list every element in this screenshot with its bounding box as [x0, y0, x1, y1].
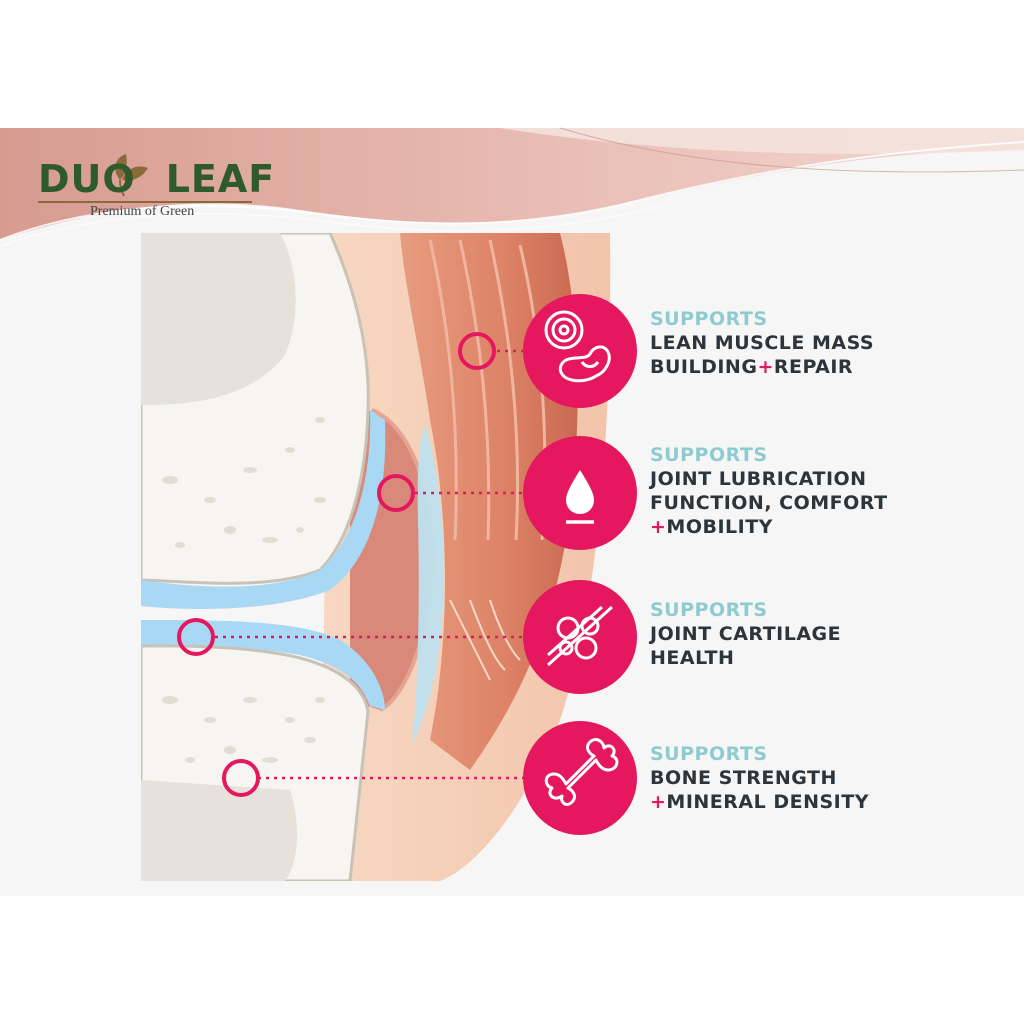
muscle-target-icon — [523, 294, 637, 408]
synovial-fluid — [412, 425, 445, 745]
marker-lubrication — [377, 474, 415, 512]
benefit-line: JOINT CARTILAGE — [650, 623, 842, 645]
brand-name-right: LEAF — [165, 157, 276, 201]
benefit-kicker: SUPPORTS — [650, 444, 768, 466]
benefit-kicker: SUPPORTS — [650, 599, 768, 621]
benefit-muscle: SUPPORTS LEAN MUSCLE MASS BUILDING+REPAI… — [650, 307, 874, 379]
benefit-line: +MOBILITY — [650, 516, 773, 538]
benefit-cartilage: SUPPORTS JOINT CARTILAGE HEALTH — [650, 598, 841, 670]
leaf-logo-icon — [115, 154, 148, 197]
upper-cartilage — [141, 410, 386, 609]
brand-name-left: DUO — [38, 157, 136, 201]
markers — [177, 332, 496, 797]
benefit-line: HEALTH — [650, 647, 735, 669]
marker-cartilage — [177, 618, 215, 656]
benefit-lubrication: SUPPORTS JOINT LUBRICATION FUNCTION, COM… — [650, 443, 888, 539]
benefit-kicker: SUPPORTS — [650, 743, 768, 765]
benefit-line: BUILDING+REPAIR — [650, 356, 854, 378]
brand-tagline: Premium of Green — [90, 204, 195, 219]
brand-underline — [38, 201, 252, 203]
benefit-line: +MINERAL DENSITY — [650, 791, 869, 813]
brand-name: DUO LEAF — [38, 160, 275, 198]
header-wave — [0, 128, 1024, 240]
benefit-kicker: SUPPORTS — [650, 308, 768, 330]
brand-logo: DUO LEAF Premium of Green — [38, 160, 275, 220]
marker-bone — [222, 759, 260, 797]
droplet-icon — [523, 436, 637, 550]
benefit-line: LEAN MUSCLE MASS — [650, 332, 875, 354]
benefit-line: FUNCTION, COMFORT — [650, 492, 888, 514]
bone-icon — [523, 721, 637, 835]
lower-cartilage — [141, 620, 385, 710]
benefit-line: JOINT LUBRICATION — [650, 468, 867, 490]
cartilage-icon — [523, 580, 637, 694]
marker-muscle — [458, 332, 496, 370]
benefit-line: BONE STRENGTH — [650, 767, 837, 789]
benefit-bone: SUPPORTS BONE STRENGTH +MINERAL DENSITY — [650, 742, 869, 814]
